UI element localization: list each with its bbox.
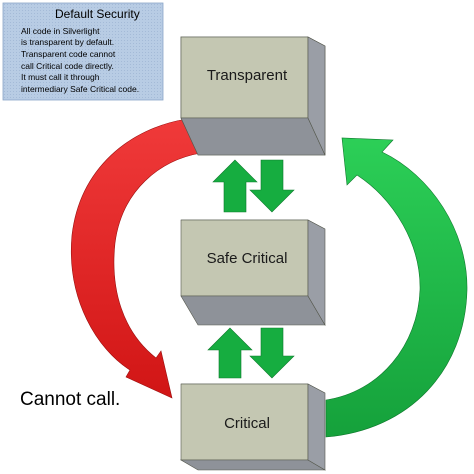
note-title: Default Security bbox=[55, 7, 140, 21]
up-down-arrow-icon bbox=[212, 159, 295, 213]
critical-box: Critical bbox=[179, 383, 327, 471]
transparent-label: Transparent bbox=[207, 67, 288, 84]
safe-critical-label: Safe Critical bbox=[207, 250, 288, 267]
safe-critical-box: Safe Critical bbox=[180, 219, 326, 327]
note-line: call Critical code directly. bbox=[21, 61, 114, 71]
note-line: Transparent code cannot bbox=[21, 49, 116, 59]
note-line: All code in Silverlight bbox=[21, 26, 100, 36]
note-line: is transparent by default. bbox=[21, 37, 114, 47]
up-down-arrow-icon bbox=[207, 327, 295, 379]
curved-arrow-green-icon bbox=[325, 137, 468, 438]
note-line: intermediary Safe Critical code. bbox=[21, 84, 139, 94]
cannot-call-label: Cannot call. bbox=[20, 389, 120, 410]
critical-label: Critical bbox=[224, 415, 270, 432]
transparent-box: Transparent bbox=[180, 36, 326, 156]
default-security-note: Default Security All code in Silverlight… bbox=[2, 2, 164, 101]
note-line: It must call it through bbox=[21, 72, 100, 82]
curved-arrow-red-icon bbox=[70, 118, 202, 399]
